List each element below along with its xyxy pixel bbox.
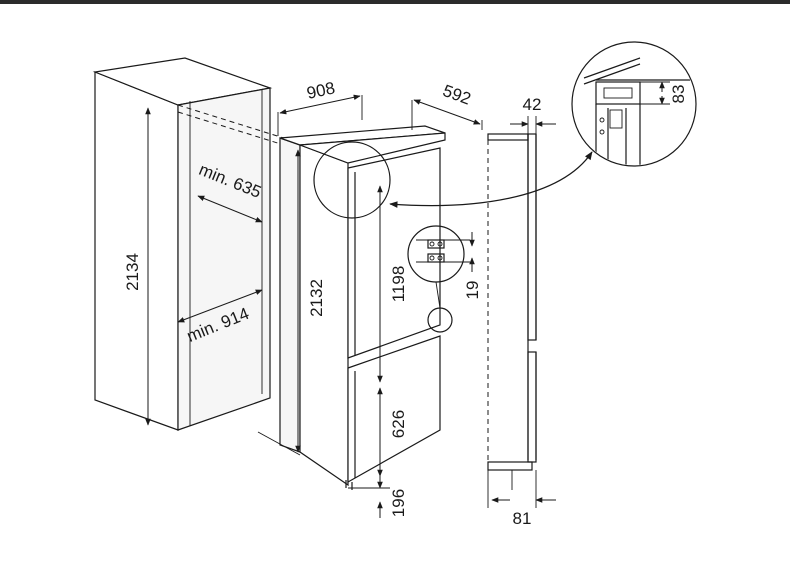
label-appliance-908: 908 bbox=[305, 78, 337, 102]
label-bottom-offset: 81 bbox=[513, 509, 532, 528]
label-appliance-depth: 592 bbox=[440, 81, 473, 109]
top-rule bbox=[0, 0, 790, 4]
label-door-gap: 42 bbox=[523, 95, 542, 114]
top-detail bbox=[571, 41, 697, 167]
label-cabinet-height: 2134 bbox=[123, 253, 142, 291]
cabinet-drawing bbox=[92, 57, 301, 431]
label-fridge-door-height: 1198 bbox=[389, 266, 408, 303]
hinge-detail bbox=[407, 225, 475, 309]
label-hinge-gap: 19 bbox=[463, 281, 482, 300]
label-appliance-height: 2132 bbox=[307, 279, 326, 317]
label-freezer-door-height: 626 bbox=[389, 410, 408, 438]
label-detail-83: 83 bbox=[669, 85, 688, 104]
appliance-drawing bbox=[257, 94, 593, 518]
side-view bbox=[487, 116, 556, 508]
label-bottom-gap: 196 bbox=[389, 489, 408, 517]
